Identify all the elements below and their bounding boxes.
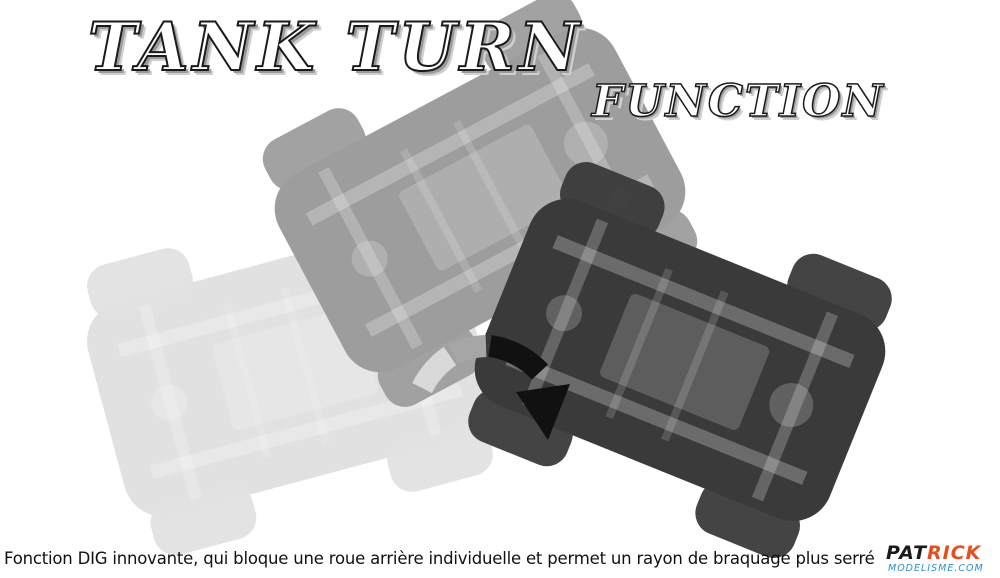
brand-name: PATRICK xyxy=(886,542,981,564)
clockwise-rotation-arrow-icon xyxy=(412,335,570,440)
title-main: TANK TURN xyxy=(87,7,584,87)
brand-domain: MODELISME.COM xyxy=(888,563,984,574)
brand-name-part1: PAT xyxy=(886,542,928,564)
caption-text: Fonction DIG innovante, qui bloque une r… xyxy=(4,549,875,568)
brand-name-part2: RICK xyxy=(927,542,982,564)
brand-logo: PATRICK MODELISME.COM xyxy=(882,542,994,576)
title-sub: FUNCTION xyxy=(591,75,885,128)
